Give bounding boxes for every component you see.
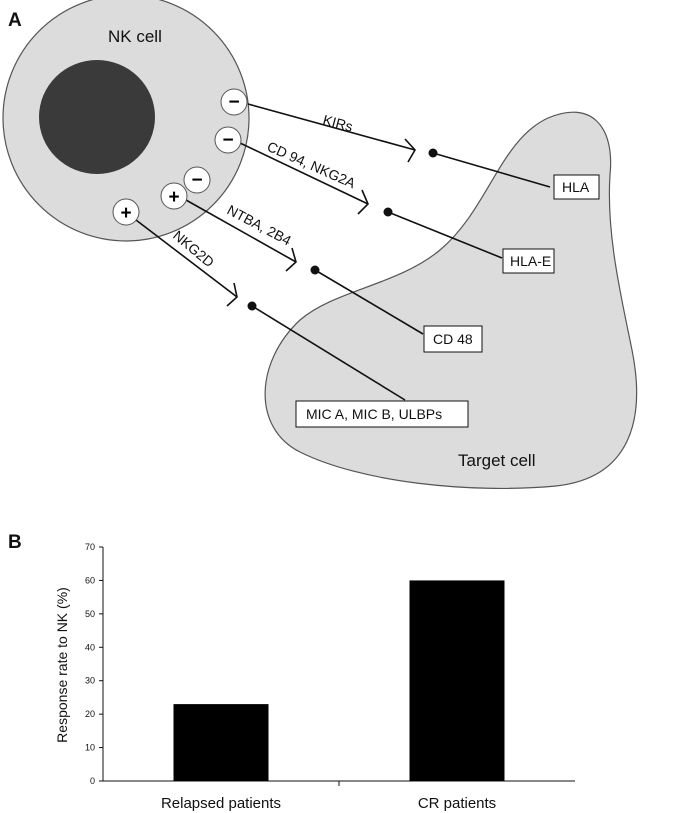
ligand-cd48: CD 48 xyxy=(423,325,483,353)
y-tick-label: 40 xyxy=(85,642,95,652)
y-axis-title: Response rate to NK (%) xyxy=(54,587,70,743)
y-tick-label: 30 xyxy=(85,676,95,686)
y-tick-label: 60 xyxy=(85,575,95,585)
svg-text:+: + xyxy=(168,187,179,208)
minus-sign-cd94: − xyxy=(214,126,242,154)
plus-sign-nkg2d: + xyxy=(112,198,140,226)
category-labels: Relapsed patients CR patients xyxy=(161,781,496,812)
ligand-cd48-label: CD 48 xyxy=(433,331,473,347)
bar-chart: 0 10 20 30 40 50 60 70 Relapsed patients CR pati… xyxy=(54,542,575,812)
bars xyxy=(173,580,505,781)
ligand-hla-e: HLA-E xyxy=(502,248,555,274)
svg-text:+: + xyxy=(120,203,131,224)
category-label: CR patients xyxy=(418,795,496,812)
nk-cell-label: NK cell xyxy=(108,27,162,46)
svg-text:−: − xyxy=(191,170,202,191)
ligand-mic-label: MIC A, MIC B, ULBPs xyxy=(306,406,442,422)
bar-1 xyxy=(409,580,505,781)
receptor-kirs: KIRs xyxy=(247,103,551,188)
svg-text:−: − xyxy=(222,130,233,151)
target-cell-label: Target cell xyxy=(458,451,535,470)
panel-a-letter: A xyxy=(8,10,22,31)
ligand-mic: MIC A, MIC B, ULBPs xyxy=(295,400,469,428)
nk-nucleus xyxy=(39,60,155,174)
target-cell xyxy=(264,111,638,489)
minus-sign-extra: − xyxy=(183,166,211,194)
ligand-hla-label: HLA xyxy=(562,179,590,195)
receptor-cd94-label: CD 94, NKG2A xyxy=(265,138,359,191)
y-tick-label: 20 xyxy=(85,709,95,719)
panel-b-letter: B xyxy=(8,532,22,553)
receptor-kirs-label: KIRs xyxy=(321,111,354,134)
ligand-hla-e-label: HLA-E xyxy=(510,253,551,269)
bar-0 xyxy=(173,704,269,781)
y-tick-label: 0 xyxy=(90,776,95,786)
y-tick-label: 10 xyxy=(85,743,95,753)
ligand-hla: HLA xyxy=(553,174,600,200)
y-tick-label: 70 xyxy=(85,542,95,552)
svg-text:−: − xyxy=(228,92,239,113)
y-tick-label: 50 xyxy=(85,609,95,619)
category-label: Relapsed patients xyxy=(161,795,281,812)
plus-sign-ntba: + xyxy=(160,182,188,210)
y-ticks: 0 10 20 30 40 50 60 70 xyxy=(85,542,103,786)
minus-sign-kir: − xyxy=(220,88,248,116)
